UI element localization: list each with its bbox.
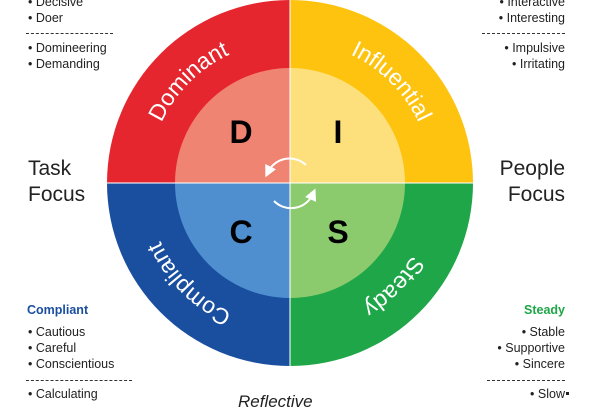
list-item: Calculating — [28, 386, 98, 402]
list-item: Conscientious — [28, 356, 115, 372]
people-focus-label: People Focus — [499, 157, 565, 206]
dominant-negatives-list: Domineering Demanding — [28, 40, 107, 72]
letter-i: I — [334, 114, 343, 150]
influential-traits-list: Interactive Interesting — [499, 0, 565, 26]
list-item: Interactive — [499, 0, 565, 10]
disc-wheel: Dominant Influential Steady Compliant D … — [107, 0, 473, 366]
list-item: Demanding — [28, 56, 107, 72]
list-item: Supportive — [497, 340, 565, 356]
cycle-arrows-icon — [265, 157, 317, 210]
dot-mark — [566, 392, 569, 395]
list-item: Careful — [28, 340, 114, 356]
influential-inner-quadrant — [290, 68, 405, 183]
compliant-inner-quadrant — [175, 183, 290, 298]
list-item: Domineering — [28, 40, 107, 56]
steady-inner-quadrant — [290, 183, 405, 298]
compliant-heading: Compliant — [27, 303, 89, 317]
steady-negatives-list: Slow — [530, 386, 565, 402]
list-item: Slow — [530, 386, 565, 402]
steady-heading: Steady — [524, 303, 565, 317]
letter-s: S — [327, 214, 348, 250]
letter-c: C — [229, 214, 252, 250]
list-item: Stable — [497, 324, 565, 340]
list-item: Cautious — [28, 324, 114, 340]
task-focus-label: Task Focus — [28, 157, 86, 206]
list-item: Irritating — [504, 56, 565, 72]
list-item: Decisive — [28, 0, 83, 10]
steady-traits-list: Stable Supportive Sincere — [497, 324, 565, 372]
list-item: Interesting — [499, 10, 565, 26]
compliant-negatives-list: Calculating — [28, 386, 98, 402]
bottom-cut-label: Reflective — [238, 392, 313, 411]
compliant-traits-list: Cautious Careful Conscientious — [28, 324, 115, 372]
list-item: Impulsive — [504, 40, 565, 56]
dominant-inner-quadrant — [175, 68, 290, 183]
list-item: Doer — [28, 10, 83, 26]
divider — [26, 380, 132, 381]
list-item: Sincere — [497, 356, 565, 372]
dominant-traits-list: Decisive Doer — [28, 0, 83, 26]
divider — [482, 33, 565, 34]
divider — [487, 380, 565, 381]
divider — [26, 33, 113, 34]
letter-d: D — [229, 114, 252, 150]
influential-negatives-list: Impulsive Irritating — [504, 40, 565, 72]
